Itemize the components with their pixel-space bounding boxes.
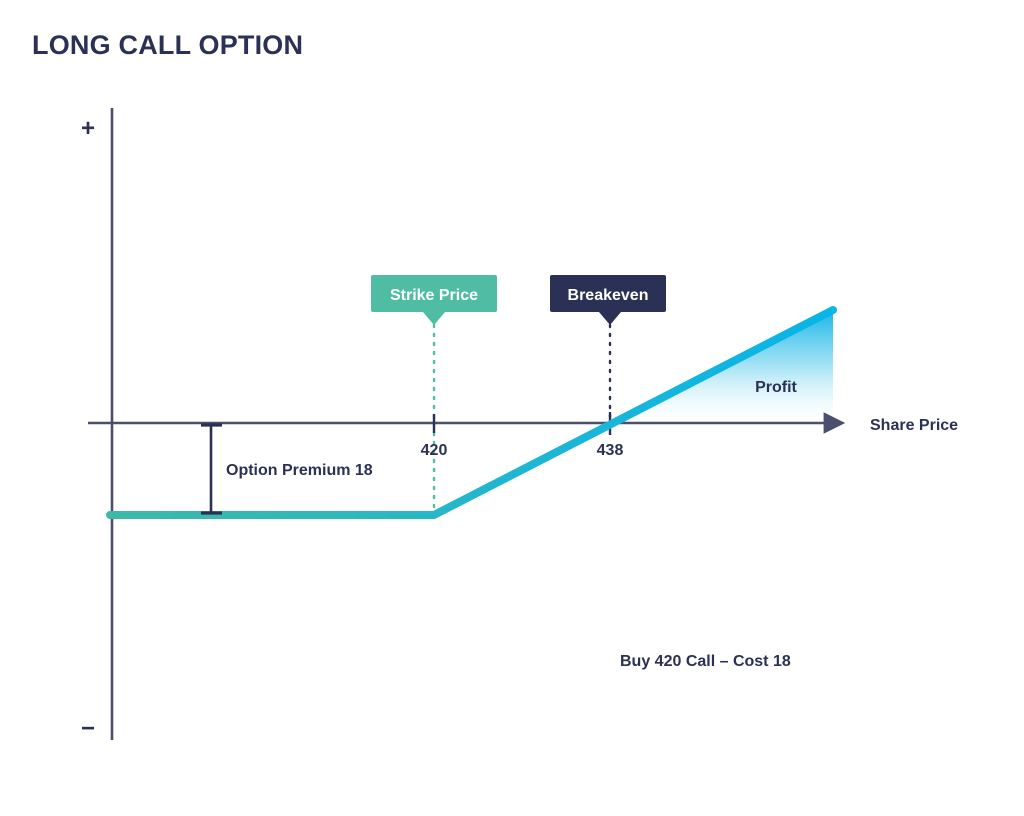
callout-strike-price[interactable]: Strike Price [371,275,497,325]
profit-label: Profit [755,379,797,396]
payoff-line [106,306,837,519]
breakeven-callout-box [550,275,666,312]
legend-label-buy-call: Buy 420 Call – Cost 18 [620,653,791,670]
page-title: LONG CALL OPTION [32,30,304,60]
axis-negative-sign: − [81,715,95,742]
strike-callout-label: Strike Price [390,287,478,304]
option-premium-bracket [201,423,222,515]
x-axis-label: Share Price [870,417,958,434]
tick-label-breakeven: 438 [597,442,624,459]
breakeven-callout-pointer [599,312,621,325]
axis-positive-sign: + [81,115,95,142]
breakeven-callout-label: Breakeven [568,287,649,304]
tick-label-strike: 420 [421,442,448,459]
strike-callout-box [371,275,497,312]
strike-callout-pointer [423,312,445,325]
callout-breakeven[interactable]: Breakeven [550,275,666,325]
legend: Buy 420 Call – Cost 18 [554,653,791,670]
option-premium-label: Option Premium 18 [226,462,373,479]
